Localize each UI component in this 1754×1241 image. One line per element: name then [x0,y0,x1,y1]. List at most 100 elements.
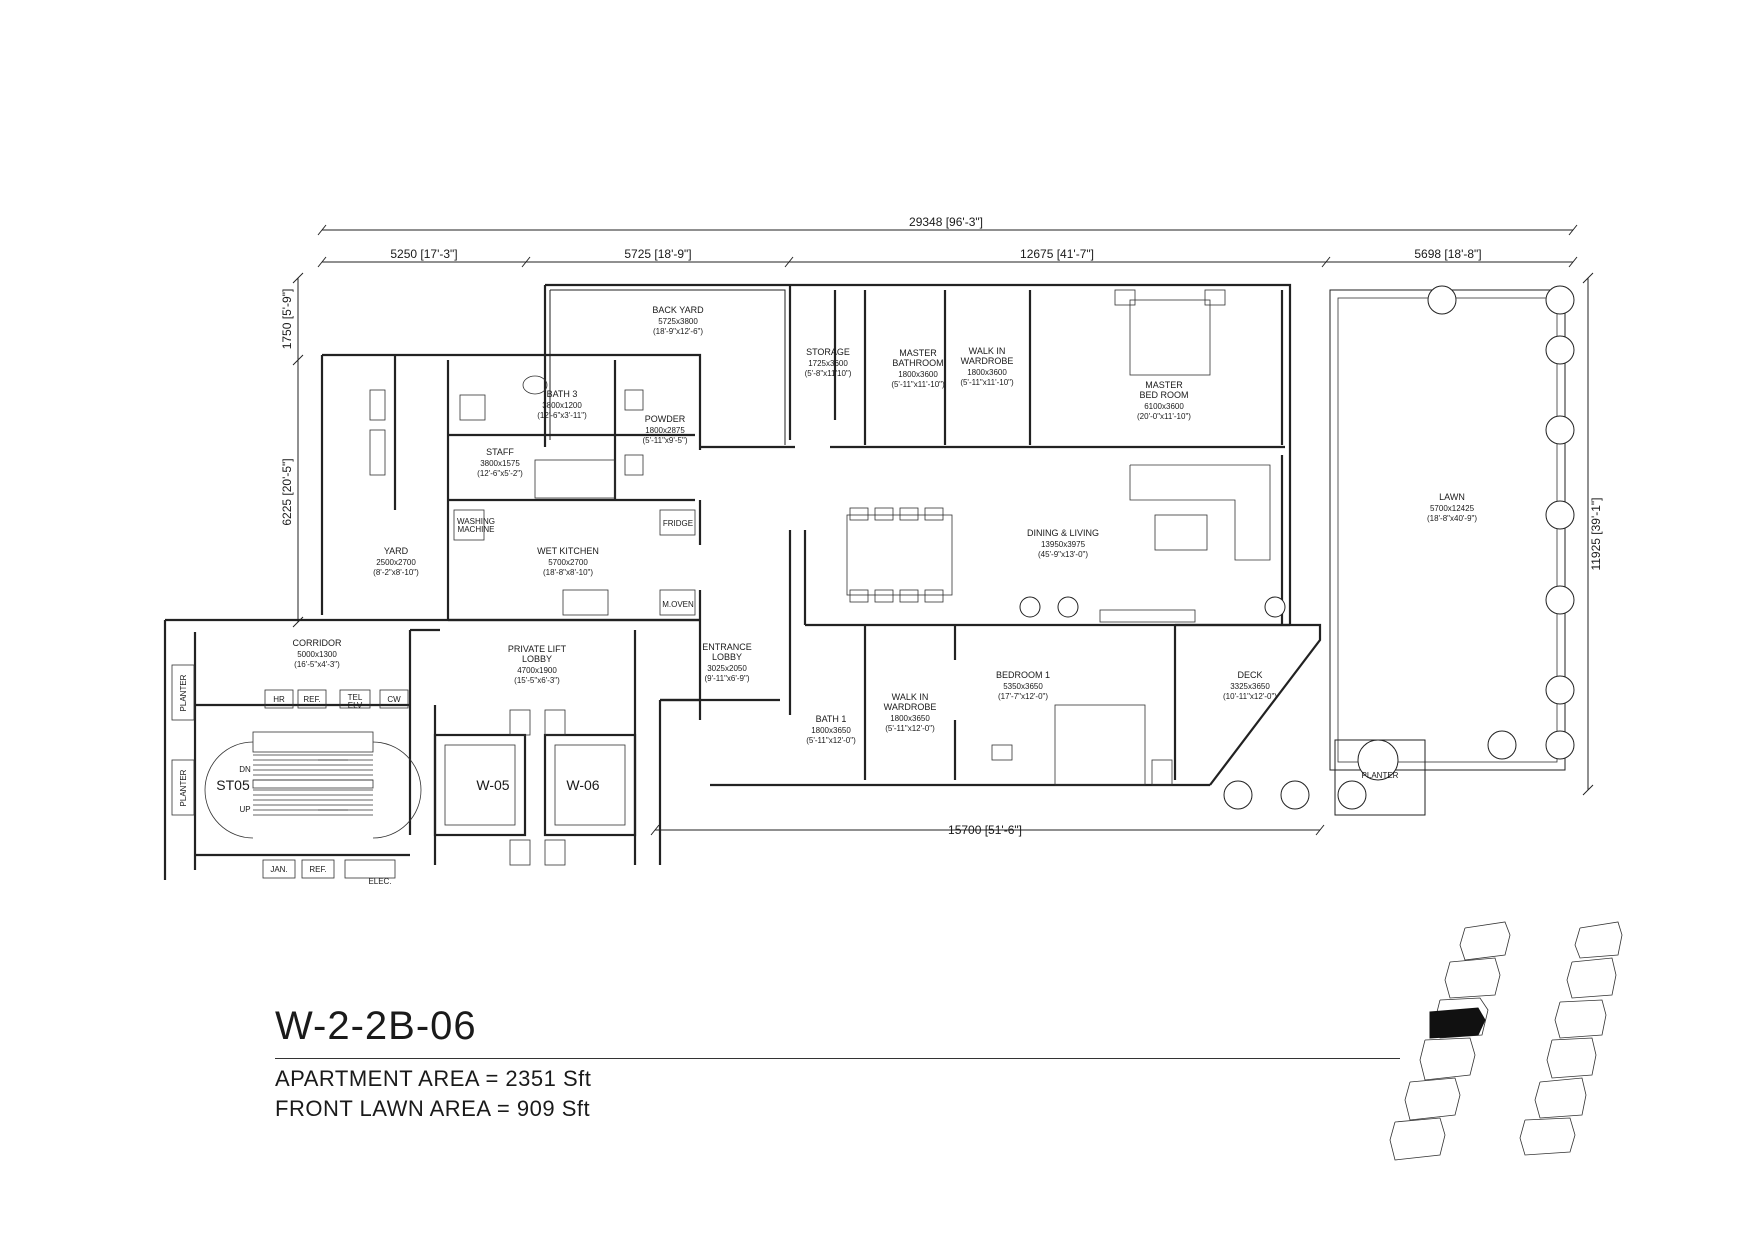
yard-size: 2500x2700 [376,558,416,567]
deck-imperial: (10'-11"x12'-0") [1223,692,1277,701]
dim-left-top: 1750 [5'-9"] [280,289,294,350]
wardrobe-1-imperial: (5'-11"x11'-10") [960,378,1014,387]
master-bed-size: 6100x3600 [1144,402,1184,411]
wardrobe-2-imperial: (5'-11"x12'-0") [885,724,935,733]
planter-label-2: PLANTER [179,769,188,806]
dim-right: 11925 [39'-1"] [1589,497,1603,570]
bath3-imperial: (12'-6"x3'-11") [537,411,587,420]
yard-name: YARD [384,546,409,556]
corridor-planters: PLANTER PLANTER [171,664,195,816]
bath1-size: 1800x3650 [811,726,851,735]
corridor-imperial: (16'-5"x4'-3") [294,660,340,669]
backyard-name: BACK YARD [652,305,704,315]
stairwell: DN UP ST05 [204,731,422,839]
bedroom1-size: 5350x3650 [1003,682,1043,691]
ref-label-2: REF. [309,865,326,874]
ref-label-1: REF. [303,695,320,704]
master-bed-name: MASTER [1145,380,1183,390]
elec-label: ELEC. [368,877,391,886]
bedroom1-name: BEDROOM 1 [996,670,1050,680]
top-dimensions: 29348 [96'-3"] 5250 [17'-3"] 5725 [18'-9… [317,215,1578,268]
lawn-area-text: FRONT LAWN AREA = 909 Sft [275,1096,591,1121]
lift-lobby-name: PRIVATE LIFT [508,644,567,654]
wardrobe-1-name: WALK IN [969,346,1006,356]
storage-imperial: (5'-8"x11'10") [805,369,852,378]
bedroom1-imperial: (17'-7"x12'-0") [998,692,1048,701]
storage-size: 1725x3600 [808,359,848,368]
dim-seg-1: 5250 [17'-3"] [390,247,457,261]
dining-name: DINING & LIVING [1027,528,1099,538]
entrance-name: ENTRANCE [702,642,752,652]
lift-w06-label: W-06 [566,777,599,793]
lifts: W-05 W-06 [433,709,637,866]
elv-label: ELV [348,701,363,710]
unit-code-title: W-2-2B-06 [275,1004,477,1048]
lawn-name: LAWN [1439,492,1465,502]
master-bath-name-2: BATHROOM [892,358,943,368]
master-bath-size: 1800x3600 [898,370,938,379]
wardrobe-1-size: 1800x3600 [967,368,1007,377]
title-divider [275,1058,1400,1059]
dining-imperial: (45'-9"x13'-0") [1038,550,1088,559]
dim-seg-3: 12675 [41'-7"] [1020,247,1094,261]
bath1-name: BATH 1 [816,714,847,724]
staff-name: STAFF [486,447,514,457]
wardrobe-1-name-2: WARDROBE [961,356,1014,366]
apartment-area-text: APARTMENT AREA = 2351 Sft [275,1066,592,1091]
entrance-size: 3025x2050 [707,664,747,673]
bath3-size: 3800x1200 [542,401,582,410]
deck-size: 3325x3650 [1230,682,1270,691]
stair-number-label: ST05 [216,777,250,793]
left-dimensions: 1750 [5'-9"] 6225 [20'-5"] [280,272,304,628]
lift-w05-label: W-05 [476,777,509,793]
room-labels: BACK YARD 5725x3800 (18'-9"x12'-6") STOR… [293,305,1478,780]
storage-name: STORAGE [806,347,850,357]
microwave-label: M.OVEN [662,600,694,609]
right-dimensions: 11925 [39'-1"] [1582,272,1603,796]
bottom-dimensions: 15700 [51'-6"] [650,823,1325,837]
lawn-imperial: (18'-8"x40'-9") [1427,514,1477,523]
wardrobe-2-size: 1800x3650 [890,714,930,723]
fridge-label: FRIDGE [663,519,693,528]
lift-lobby-imperial: (15'-5"x6'-3") [514,676,560,685]
service-shafts: HR REF. TEL ELV CW JAN. REF. ELEC. [262,689,409,886]
wet-kitchen-name: WET KITCHEN [537,546,599,556]
hr-label: HR [273,695,285,704]
stair-dn-label: DN [239,765,251,774]
entrance-imperial: (9'-11"x6'-9") [704,674,749,683]
wet-kitchen-size: 5700x2700 [548,558,588,567]
key-plan [1389,921,1623,1161]
backyard-size: 5725x3800 [658,317,698,326]
master-bath-imperial: (5'-11"x11'-10") [891,380,945,389]
wet-kitchen-imperial: (18'-8"x8'-10") [543,568,593,577]
corridor-size: 5000x1300 [297,650,337,659]
yard-imperial: (8'-2"x8'-10") [373,568,419,577]
lawn-planter-label: PLANTER [1362,771,1399,780]
dim-overall: 29348 [96'-3"] [909,215,983,229]
dim-seg-4: 5698 [18'-8"] [1414,247,1481,261]
bath3-name: BATH 3 [547,389,578,399]
washing-machine-label: WASHING [457,517,495,526]
tel-label: TEL [348,693,363,702]
jan-label: JAN. [270,865,287,874]
planter-label-1: PLANTER [179,674,188,711]
entrance-name-2: LOBBY [712,652,742,662]
powder-size: 1800x2875 [645,426,685,435]
powder-name: POWDER [645,414,686,424]
lawn-area [1329,289,1566,816]
corridor-name: CORRIDOR [293,638,342,648]
bath1-imperial: (5'-11"x12'-0") [806,736,856,745]
furniture: WASHING MACHINE FRIDGE M.OVEN [369,289,1271,786]
washing-machine-label-2: MACHINE [458,525,495,534]
staff-size: 3800x1575 [480,459,520,468]
dim-bottom: 15700 [51'-6"] [948,823,1022,837]
staff-imperial: (12'-6"x5'-2") [477,469,523,478]
powder-imperial: (5'-11"x9'-5") [642,436,687,445]
dim-left-mid: 6225 [20'-5"] [280,458,294,525]
cw-label: CW [387,695,401,704]
master-bed-name-2: BED ROOM [1139,390,1188,400]
backyard-imperial: (18'-9"x12'-6") [653,327,703,336]
master-bed-imperial: (20'-0"x11'-10") [1137,412,1191,421]
master-bath-name: MASTER [899,348,937,358]
